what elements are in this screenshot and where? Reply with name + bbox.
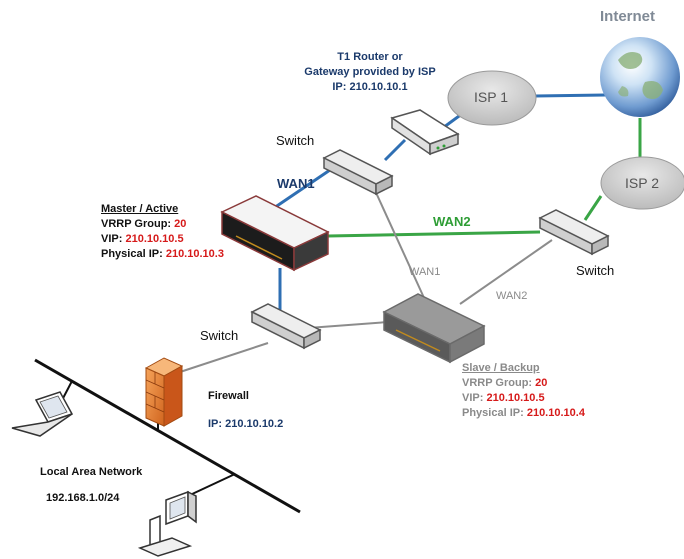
switch-left-label: Switch: [200, 328, 239, 343]
master-vip-value: 210.10.10.5: [125, 233, 184, 245]
master-physical-ip-label: Physical IP:: [101, 248, 163, 260]
lan-label: Local Area Network: [40, 466, 143, 478]
slave-title: Slave / Backup: [462, 362, 540, 374]
router-icon: [390, 109, 460, 156]
master-physical-ip-value: 210.10.10.3: [165, 248, 224, 260]
slave-vrrp-value: 20: [535, 377, 548, 389]
slave-vip-row: VIP: 210.10.10.5: [462, 392, 545, 404]
slave-physical-ip-value: 210.10.10.4: [526, 407, 585, 419]
slave-physical-ip-row: Physical IP: 210.10.10.4: [462, 407, 585, 419]
master-vip-row: VIP: 210.10.10.5: [101, 233, 184, 245]
master-vrrp-label: VRRP Group:: [101, 218, 172, 230]
master-vrrp-value: 20: [174, 218, 187, 230]
switch-top-icon: [322, 149, 394, 196]
isp2-label: ISP 2: [625, 175, 659, 191]
link-isp2-switch: [583, 195, 603, 221]
lan-bus: [34, 358, 301, 514]
lan-drop-pc: [189, 473, 236, 496]
link-isp1-internet: [534, 93, 606, 98]
wan1-label: WAN1: [277, 176, 315, 191]
master-title: Master / Active: [101, 203, 179, 215]
master-device-icon: [220, 195, 330, 272]
link-lanswitch-firewall: [179, 342, 269, 373]
internet-label: Internet: [600, 8, 656, 25]
link-switch-router: [383, 138, 407, 162]
isp1-cloud: [447, 70, 537, 126]
lan-subnet-label: 192.168.1.0/24: [46, 492, 120, 504]
master-vip-label: VIP:: [101, 233, 123, 245]
desktop-pc-icon: [137, 490, 197, 557]
link-slave-wan2: [459, 239, 553, 305]
globe-icon: [600, 37, 680, 117]
firewall-icon: [144, 357, 184, 427]
isp1-label: ISP 1: [474, 89, 508, 105]
router-ip-label: IP: 210.10.10.1: [332, 81, 408, 93]
router-label-line1: T1 Router or: [337, 51, 403, 63]
link-slave-wan1: [372, 185, 426, 301]
slave-vip-label: VIP:: [462, 392, 484, 404]
switch-right-label: Switch: [576, 263, 615, 278]
master-vrrp-row: VRRP Group: 20: [101, 218, 186, 230]
master-physical-ip-row: Physical IP: 210.10.10.3: [101, 248, 224, 260]
laptop-icon: [11, 391, 74, 437]
slave-wan2-label: WAN2: [496, 290, 528, 302]
slave-physical-ip-label: Physical IP:: [462, 407, 524, 419]
link-master-switch-wan1: [267, 168, 331, 214]
switch-top-label: Switch: [276, 133, 315, 148]
switch-right-icon: [538, 209, 610, 256]
slave-wan1-label: WAN1: [409, 266, 441, 278]
link-lanswitch-slave: [307, 321, 389, 329]
router-label-line2: Gateway provided by ISP: [304, 66, 436, 78]
slave-device-icon: [382, 293, 486, 364]
firewall-ip-label: IP: 210.10.10.2: [208, 418, 284, 430]
wan2-label: WAN2: [433, 214, 471, 229]
slave-vrrp-label: VRRP Group:: [462, 377, 533, 389]
isp2-cloud: [600, 156, 684, 210]
firewall-label: Firewall: [208, 390, 249, 402]
slave-vrrp-row: VRRP Group: 20: [462, 377, 547, 389]
slave-vip-value: 210.10.10.5: [486, 392, 545, 404]
link-master-switch-wan2: [327, 230, 541, 238]
switch-left-icon: [250, 303, 322, 350]
